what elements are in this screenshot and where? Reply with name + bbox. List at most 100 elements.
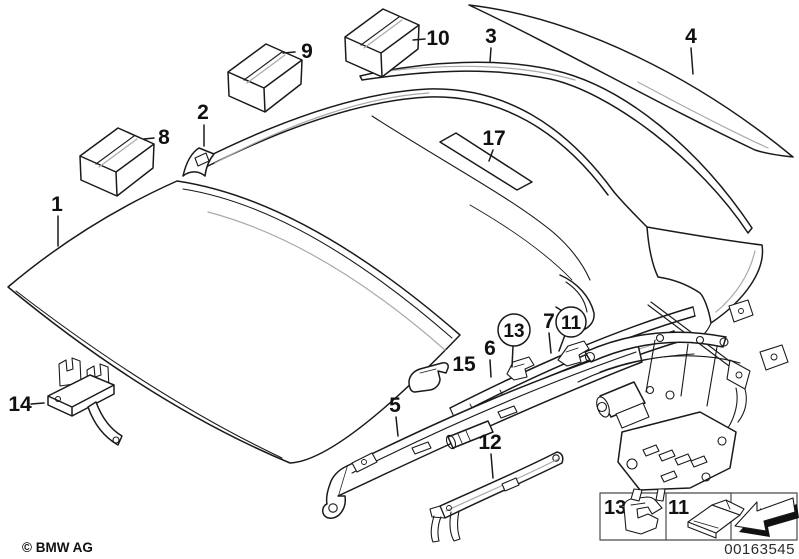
part-3-outline: [359, 61, 753, 234]
part-1-headliner-panel: [7, 180, 461, 464]
part-14-arm: [87, 401, 123, 446]
part-8-split-line: [95, 135, 135, 165]
part-17-adhesive-strip: [439, 132, 533, 191]
part-2-rail-connector: [613, 191, 648, 228]
callout-5[interactable]: 5: [389, 394, 401, 417]
part-2-rail-bottom-edge: [207, 96, 609, 196]
callout-17[interactable]: 17: [482, 127, 505, 150]
mechanism-plate-hole-3: [717, 436, 727, 446]
mechanism-motor-2: [615, 402, 650, 429]
callout-11-circled[interactable]: 11: [555, 306, 587, 338]
part-2-horn-tab: [194, 152, 210, 167]
part-13-clip: [506, 356, 535, 381]
mechanism-rod-bracket: [726, 359, 751, 390]
part-2-rail-highlight: [214, 92, 430, 164]
part-10-foam-block: [344, 8, 420, 78]
part-11-pad: [557, 340, 590, 367]
part-12-band: [439, 451, 564, 519]
part-2-corner-flange-inner: [565, 281, 588, 313]
callout-7[interactable]: 7: [543, 310, 555, 333]
mechanism-plate-slot-5: [660, 470, 678, 483]
mechanism-plate-slot-2: [658, 449, 676, 462]
mechanism-right-bracket-hole: [770, 353, 778, 361]
c-pillar-panel-outline: [646, 226, 764, 324]
part-4-outline: [468, 4, 794, 158]
part-5-damper-body: [447, 420, 494, 449]
part-12-clamp: [501, 477, 520, 492]
mechanism-leg-1: [630, 488, 643, 502]
part-17-outline: [439, 132, 533, 191]
callout-4[interactable]: 4: [685, 25, 697, 48]
part-13-clip-line: [513, 363, 525, 368]
callout-12[interactable]: 12: [478, 431, 501, 454]
part-14-base-hole: [54, 395, 62, 403]
leader-12: [490, 453, 494, 479]
callout-leaders: [30, 38, 694, 479]
callout-2[interactable]: 2: [197, 101, 209, 124]
part-1-top-edge-inner: [182, 188, 453, 339]
legend-label-11[interactable]: 11: [668, 497, 689, 519]
leader-13: [511, 345, 514, 368]
mechanism-upper-bracket-hole: [738, 308, 744, 314]
mechanism-right-link: [727, 387, 747, 429]
callout-8[interactable]: 8: [158, 126, 170, 149]
mechanism-plate-slot-4: [690, 455, 708, 468]
mechanism-upper-bracket: [728, 299, 754, 323]
part-9-outline: [227, 43, 303, 113]
leader-11: [558, 334, 566, 352]
c-pillar-highlight: [715, 250, 756, 313]
retainer-clip-icon: [623, 496, 663, 535]
mechanism-plate-hole-1: [626, 458, 638, 470]
callout-14[interactable]: 14: [8, 393, 32, 416]
part-12-left-bracket: [429, 505, 446, 519]
leader-7: [548, 332, 552, 354]
mechanism-arm-1: [584, 331, 727, 363]
leader-dash-9: [282, 51, 296, 54]
part-8-outline: [79, 127, 155, 197]
part-3-window-frame: [359, 61, 764, 324]
callout-10[interactable]: 10: [426, 27, 449, 50]
part-9-split-highlight: [246, 54, 286, 84]
callout-13-circle: [497, 313, 531, 347]
callout-labels: 1 2 3 4 5 6 7 8 9 10 12 14 15 17 13 11: [8, 25, 697, 454]
part-1-bottom-edge-inner: [15, 290, 283, 459]
leader-17: [488, 149, 494, 162]
callout-1[interactable]: 1: [51, 193, 63, 216]
part-15-bracket: [408, 362, 449, 393]
callout-15[interactable]: 15: [452, 353, 476, 376]
callout-6[interactable]: 6: [484, 337, 496, 360]
part-5-tip-lobe: [322, 465, 348, 519]
part-5-band: [337, 344, 643, 497]
part-5-slot-2: [497, 405, 518, 419]
mechanism-joint-6: [665, 390, 675, 400]
mechanism-joint-3: [655, 333, 665, 343]
callout-11-number: 11: [561, 313, 582, 334]
mechanism-arm-3: [577, 353, 695, 383]
mechanism-cross-links: [645, 339, 718, 407]
mechanism-joint-4: [695, 335, 705, 345]
part-5-drive-rail: [322, 344, 643, 519]
part-11-pad-on-rail: [557, 340, 590, 367]
copyright-notice: © BMW AG: [22, 540, 93, 555]
part-5-inner-line: [351, 351, 637, 474]
callout-13-circled[interactable]: 13: [497, 313, 531, 347]
callout-13-number: 13: [503, 321, 524, 342]
legend-label-13[interactable]: 13: [604, 497, 626, 519]
mechanism-plate-slot-3: [674, 453, 692, 466]
part-9-foam-block: [227, 43, 303, 113]
leader-dash-8: [143, 137, 155, 140]
callout-9[interactable]: 9: [301, 40, 313, 63]
part-10-split-highlight: [363, 19, 403, 49]
part-8-foam-block: [79, 127, 155, 197]
part-12-left-hole: [446, 505, 452, 511]
part-8-split-highlight: [98, 138, 138, 168]
part-12-leg-2: [449, 510, 461, 542]
mechanism-joint-2: [719, 337, 729, 347]
part-2-surface-crease-2: [469, 204, 573, 281]
callout-3[interactable]: 3: [485, 25, 497, 48]
part-5-damper-coils: [457, 430, 471, 444]
folded-pad-icon: [687, 499, 745, 539]
part-14-upright-1: [58, 357, 82, 387]
